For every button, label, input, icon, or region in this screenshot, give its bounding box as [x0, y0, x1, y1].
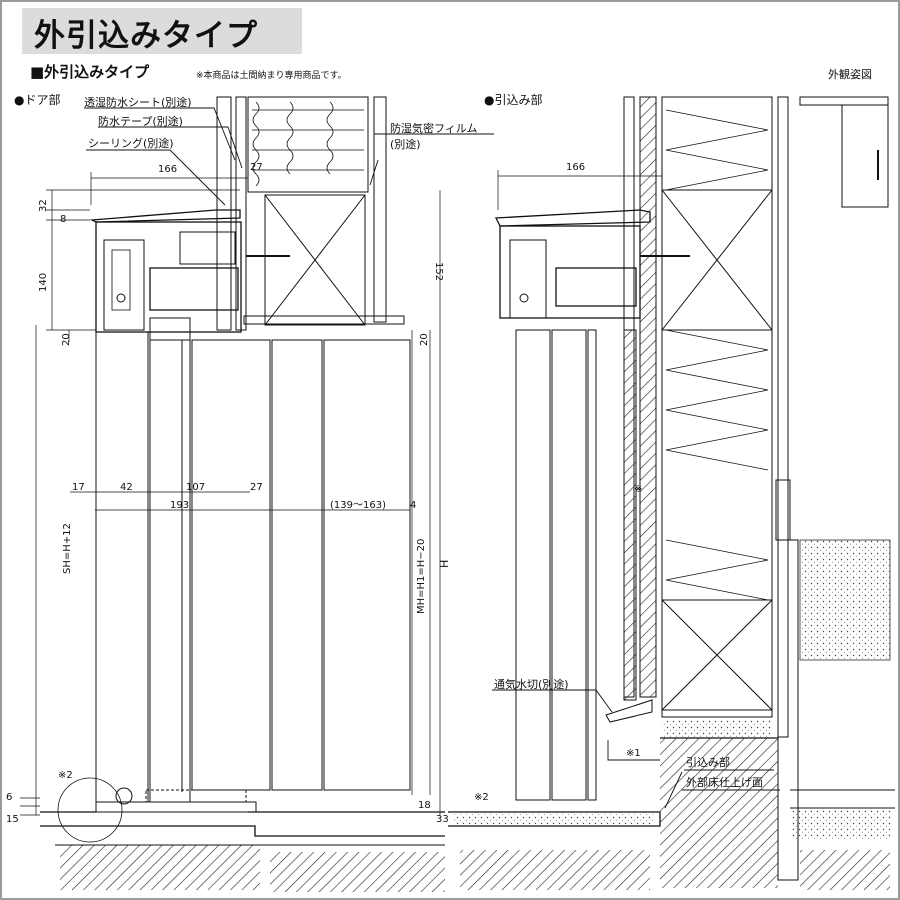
label-sheet: 透湿防水シート(別途)	[84, 95, 192, 109]
panel-4	[271, 339, 323, 791]
pull-section	[448, 96, 895, 890]
label-pull-part: 引込み部	[686, 755, 730, 769]
pull-wall	[661, 96, 773, 718]
dim-20b: 20	[419, 333, 430, 346]
dim-8: 8	[60, 214, 66, 225]
dim-140: 140	[38, 273, 49, 292]
frame-head	[95, 221, 242, 333]
label-vent: 通気水切(別途)	[494, 677, 569, 691]
dim-193: 193	[170, 500, 189, 511]
dim-mh: MH=H1=H−20	[416, 539, 427, 614]
label-film-2: (別途)	[390, 137, 421, 151]
dim-166a: 166	[158, 164, 177, 175]
parked-panel-1	[515, 329, 551, 801]
mark-1: ※1	[626, 748, 641, 759]
dim-107: 107	[186, 482, 205, 493]
parked-panel-2	[551, 329, 587, 801]
dim-42: 42	[120, 482, 133, 493]
dim-33: 33	[436, 814, 449, 825]
dim-h: H	[438, 560, 451, 568]
interior-board	[373, 96, 387, 323]
label-sealing: シーリング(別途)	[88, 136, 174, 150]
panel-5	[323, 339, 411, 791]
dim-sh: SH=H+12	[62, 523, 73, 574]
dim-32: 32	[38, 199, 49, 212]
mark-2a: ※2	[58, 770, 73, 781]
dim-4: 4	[410, 500, 416, 511]
pull-interior-board	[777, 96, 789, 738]
section-heading: ■外引込みタイプ	[30, 63, 150, 81]
panel-3	[191, 339, 271, 791]
dim-17: 17	[72, 482, 85, 493]
insulation-block	[247, 96, 369, 193]
dim-20a: 20	[61, 333, 72, 346]
exterior-view-label: 外観姿図	[828, 68, 872, 81]
product-note: ※本商品は土間納まり専用商品です。	[196, 71, 347, 81]
mark-small: ※	[634, 484, 642, 495]
detail-circle	[57, 777, 123, 843]
dim-152: 152	[433, 262, 444, 281]
dim-139-163: (139〜163)	[330, 500, 386, 511]
pull-section-label: ●引込み部	[484, 93, 543, 107]
mark-2b: ※2	[474, 792, 489, 803]
label-tape: 防水テープ(別途)	[98, 114, 183, 128]
dim-15: 15	[6, 814, 19, 825]
page-title: 外引込みタイプ	[34, 18, 258, 54]
dim-166b: 166	[566, 162, 585, 173]
wall-board-left	[216, 96, 232, 331]
dim-27b: 27	[250, 482, 263, 493]
title-background	[22, 8, 302, 54]
panel-1	[95, 331, 149, 803]
dim-18: 18	[418, 800, 431, 811]
dim-6: 6	[6, 792, 12, 803]
header-beam	[264, 194, 366, 326]
rail-housing	[149, 267, 239, 311]
door-section-label: ●ドア部	[14, 93, 61, 107]
exterior-view-icon	[799, 96, 889, 208]
label-floor: 外部床仕上げ面	[686, 775, 763, 789]
pull-furring	[639, 96, 657, 698]
dim-27: 27	[250, 162, 263, 173]
panel-2	[149, 339, 191, 803]
label-film-1: 防湿気密フィルム	[390, 121, 478, 135]
door-section	[40, 96, 445, 892]
